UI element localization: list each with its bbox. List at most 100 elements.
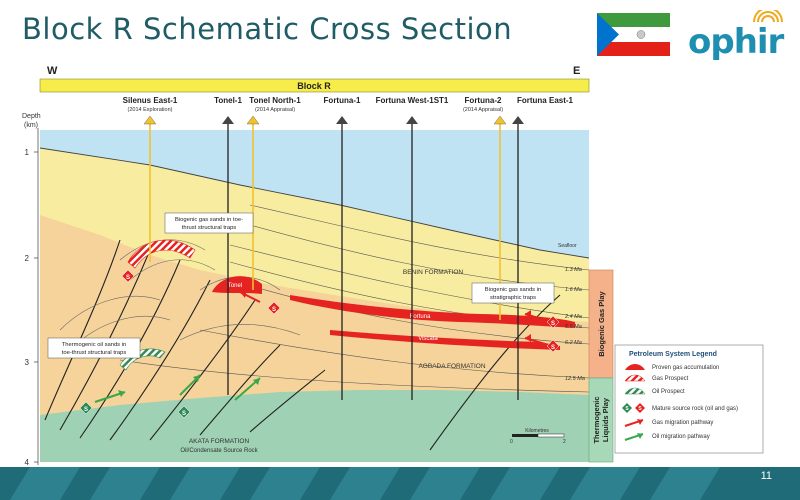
thermogenic-line-1: Thermogenic xyxy=(592,396,601,443)
svg-text:toe-thrust structural traps: toe-thrust structural traps xyxy=(62,350,127,356)
ophir-logo-text: ophir xyxy=(688,22,784,62)
tonel-reservoir-label: Tonel xyxy=(228,283,242,289)
svg-text:Biogenic Gas Play: Biogenic Gas Play xyxy=(597,290,606,356)
svg-text:Oil migration pathway: Oil migration pathway xyxy=(652,434,710,440)
water-column xyxy=(40,130,589,258)
svg-text:0: 0 xyxy=(510,439,513,445)
callout-thermogenic-toe: Thermogenic oil sands in toe-thrust stru… xyxy=(47,337,141,359)
legend-title: Petroleum System Legend xyxy=(629,351,717,358)
well-fortuna-2-sub: (2014 Appraisal) xyxy=(463,107,503,113)
gas-prospect-silenus xyxy=(127,239,196,269)
thermogenic-liquids-play-band: Thermogenic Liquids Play xyxy=(588,377,614,463)
well-fortuna-west-name: Fortuna West-1ST1 xyxy=(376,96,449,105)
well-silenus-east-1: Silenus East-1 (2014 Exploration) xyxy=(123,96,178,262)
footer-stripe-bar xyxy=(0,467,800,500)
source-badge-5: S xyxy=(79,401,93,415)
source-badge-2: S xyxy=(267,301,281,315)
depth-tick-2: 2 xyxy=(25,254,30,263)
age-label-3: 2.4 Ma xyxy=(564,314,582,320)
svg-text:Mature source rock (oil and ga: Mature source rock (oil and gas) xyxy=(652,406,738,412)
well-fortuna-east-1: Fortuna East-1 xyxy=(512,96,574,400)
viscata-reservoir xyxy=(330,330,560,350)
depth-axis-unit: (km) xyxy=(24,122,38,129)
svg-text:S: S xyxy=(126,275,130,281)
well-fortuna-2-name: Fortuna-2 xyxy=(465,96,502,105)
svg-text:thrust structural traps: thrust structural traps xyxy=(182,225,237,231)
depth-tick-3: 3 xyxy=(25,358,30,367)
svg-text:Biogenic gas sands in toe-: Biogenic gas sands in toe- xyxy=(175,217,243,223)
fortuna-reservoir xyxy=(290,295,575,328)
svg-text:S: S xyxy=(551,321,555,327)
page-number: 11 xyxy=(760,470,772,482)
source-badge-3: S xyxy=(546,315,560,329)
well-tonel-1-name: Tonel-1 xyxy=(214,96,242,105)
well-fortuna-east-name: Fortuna East-1 xyxy=(517,96,574,105)
svg-text:Gas Prospect: Gas Prospect xyxy=(652,376,689,382)
agbada-formation-label: AGBADA FORMATION xyxy=(418,363,485,370)
svg-text:Oil Prospect: Oil Prospect xyxy=(652,389,685,395)
slide-title: Block R Schematic Cross Section xyxy=(22,12,513,46)
source-badge-1: S xyxy=(121,269,135,283)
akata-formation-label: AKATA FORMATION xyxy=(189,438,250,445)
well-fortuna-1: Fortuna-1 xyxy=(324,96,361,400)
well-tonel-north-1: Tonel North-1 (2014 Appraisal) xyxy=(246,96,301,290)
equatorial-guinea-flag-icon xyxy=(597,13,670,56)
age-label-5: 6.2 Ma xyxy=(565,340,582,346)
east-label: E xyxy=(573,65,580,77)
callout-biogenic-strat: Biogenic gas sands in stratigraphic trap… xyxy=(471,282,555,304)
age-label-2: 1.6 Ma xyxy=(565,287,582,293)
svg-text:S: S xyxy=(272,307,276,313)
benin-formation-label: BENIN FORMATION xyxy=(403,269,463,276)
viscata-reservoir-label: Viscata xyxy=(418,336,438,342)
well-silenus-sub: (2014 Exploration) xyxy=(128,107,173,113)
age-labels: 1.3 Ma 1.6 Ma 2.4 Ma 5.5 Ma 6.2 Ma 12.5 … xyxy=(564,267,585,382)
depth-ticks: 1 2 3 4 xyxy=(25,148,38,465)
well-tonel-1: Tonel-1 xyxy=(214,96,242,395)
svg-text:S: S xyxy=(84,407,88,413)
akata-formation-sub: Oil/Condensate Source Rock xyxy=(180,448,258,454)
callout-biogenic-toe: Biogenic gas sands in toe- thrust struct… xyxy=(164,212,254,234)
svg-text:S: S xyxy=(551,345,555,351)
age-label-4: 5.5 Ma xyxy=(565,324,582,330)
well-fortuna-1-name: Fortuna-1 xyxy=(324,96,361,105)
block-r-label: Block R xyxy=(297,81,331,91)
ophir-logo xyxy=(753,10,783,23)
svg-text:Kilometres: Kilometres xyxy=(525,428,549,434)
biogenic-gas-play-band: Biogenic Gas Play xyxy=(588,269,614,379)
legend-item-gas-prospect: Gas Prospect xyxy=(624,374,689,382)
source-badge-6: S xyxy=(177,405,191,419)
west-label: W xyxy=(47,65,58,77)
legend-item-oil-migration: Oil migration pathway xyxy=(624,433,710,441)
seafloor-label: Seafloor xyxy=(558,243,577,249)
legend-item-proven-gas: Proven gas accumulation xyxy=(625,364,719,371)
depth-axis-label: Depth xyxy=(22,113,41,120)
svg-text:Gas migration pathway: Gas migration pathway xyxy=(652,420,713,426)
well-fortuna-west-1st1: Fortuna West-1ST1 xyxy=(376,96,449,400)
svg-text:stratigraphic traps: stratigraphic traps xyxy=(490,295,536,301)
svg-text:S: S xyxy=(638,406,642,412)
age-label-1: 1.3 Ma xyxy=(565,267,582,273)
fortuna-reservoir-label: Fortuna xyxy=(410,314,431,320)
well-silenus-name: Silenus East-1 xyxy=(123,96,178,105)
scale-bar: Kilometres 0 2 xyxy=(510,428,566,445)
akata-layer xyxy=(40,390,589,462)
cross-section-diagram: W E Block R Depth (km) 1 2 3 4 Seafloor xyxy=(22,65,764,465)
depth-tick-4: 4 xyxy=(25,458,30,465)
svg-text:S: S xyxy=(625,406,629,412)
age-label-6: 12.5 Ma xyxy=(565,376,585,382)
thermogenic-line-2: Liquids Play xyxy=(601,397,610,442)
svg-text:Proven gas accumulation: Proven gas accumulation xyxy=(652,365,719,371)
depth-tick-1: 1 xyxy=(25,148,30,157)
svg-text:Thermogenic oil sands in: Thermogenic oil sands in xyxy=(62,342,126,348)
migration-arrowheads xyxy=(118,290,531,397)
well-tonel-north-name: Tonel North-1 xyxy=(249,96,301,105)
block-r-bar xyxy=(39,78,590,93)
svg-text:2: 2 xyxy=(563,439,566,445)
well-tonel-north-sub: (2014 Appraisal) xyxy=(255,107,295,113)
legend-item-oil-prospect: Oil Prospect xyxy=(624,387,685,395)
legend-item-source-rock: S S Mature source rock (oil and gas) xyxy=(622,403,738,413)
svg-text:S: S xyxy=(182,411,186,417)
petroleum-system-legend: Petroleum System Legend Proven gas accum… xyxy=(614,344,764,454)
tonel-reservoir xyxy=(212,276,262,294)
source-badge-4: S xyxy=(546,339,560,353)
